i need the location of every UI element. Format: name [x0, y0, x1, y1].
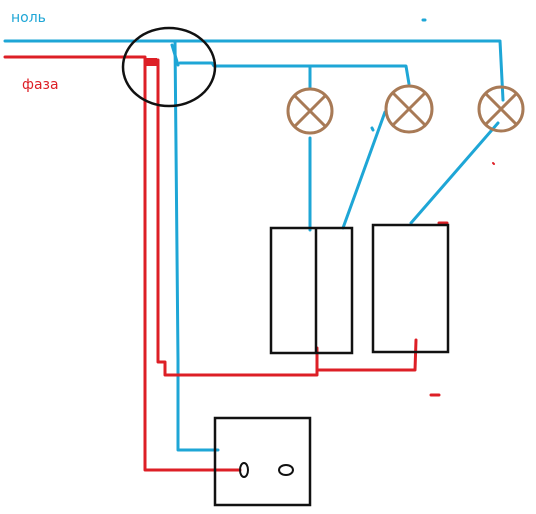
neutral-mark-mid — [370, 126, 375, 132]
lamps — [286, 84, 525, 135]
lamp-3 — [477, 85, 525, 133]
lamp-2 — [384, 84, 434, 134]
neutral-label: ноль — [11, 10, 46, 26]
neutral-wires — [3, 18, 505, 452]
lamp-2-bulb — [384, 84, 434, 134]
switch-double — [269, 226, 354, 355]
switches — [269, 223, 450, 355]
phase-main-wire — [3, 55, 242, 472]
junction-box — [121, 26, 217, 108]
phase-label: фаза — [22, 77, 59, 93]
phase-mark-small — [492, 162, 495, 165]
lamp-1-cross-b — [292, 93, 328, 129]
lamp-3-to-switch-2-wire — [409, 121, 500, 225]
switch-single — [371, 223, 450, 354]
lamp-2-cross-b — [391, 91, 427, 127]
neutral-main-wire — [3, 39, 505, 102]
lamp-2-to-switch-1-wire — [341, 110, 387, 230]
lamp-1-bulb — [286, 87, 334, 135]
neutral-branch-wire — [173, 39, 220, 452]
phase-junction-node — [144, 58, 157, 66]
socket-pin-left — [239, 462, 249, 478]
socket-pin-right — [278, 464, 294, 476]
neutral-riser-wire — [170, 43, 180, 67]
lamp-3-cross-b — [483, 91, 519, 127]
lamp-3-bulb — [477, 85, 525, 133]
socket-body — [213, 416, 312, 507]
lamp-1 — [286, 87, 334, 135]
socket — [213, 416, 312, 507]
neutral-to-lamp-2-wire — [214, 64, 411, 86]
phase-riser-wire — [148, 58, 418, 377]
